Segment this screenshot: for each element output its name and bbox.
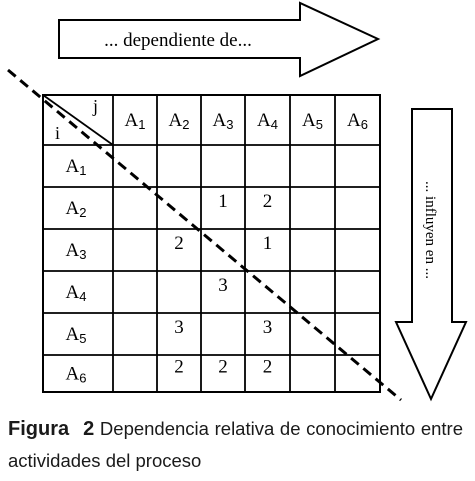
caption-text: Dependencia relativa de conocimiento ent… (8, 418, 463, 471)
row-header-a1-base: A (66, 156, 80, 177)
matrix-cell-value: 2 (174, 357, 184, 378)
column-header-a1-subscript: 1 (138, 117, 145, 132)
row-header-a4: A4 (66, 282, 87, 304)
top-arrow: ... dependiente de... (58, 1, 381, 78)
matrix-cell-value: 2 (218, 357, 228, 378)
side-arrow-shape (394, 108, 468, 402)
figure-caption: Figura 2 Dependencia relativa de conocimi… (8, 413, 463, 476)
caption-label: Figura (8, 418, 70, 440)
corner-row-label: i (55, 123, 60, 143)
matrix-cell-value: 3 (218, 275, 228, 296)
row-header-a2-subscript: 2 (79, 205, 86, 220)
row-header-a1-subscript: 1 (79, 163, 86, 178)
column-header-a6-subscript: 6 (361, 117, 368, 132)
column-header-a1-base: A (125, 110, 139, 131)
column-header-a5: A5 (302, 110, 323, 132)
column-header-a4-subscript: 4 (271, 117, 278, 132)
column-header-a1: A1 (125, 110, 146, 132)
matrix-cell-value: 2 (263, 191, 273, 212)
column-header-a5-base: A (302, 110, 316, 131)
row-header-a1: A1 (66, 156, 87, 178)
matrix-outline (42, 94, 381, 393)
top-arrow-shape (58, 1, 381, 78)
column-header-a2-subscript: 2 (182, 117, 189, 132)
matrix-cells: 1 2 2 1 3 3 3 2 2 2 (174, 191, 272, 378)
column-header-a3: A3 (213, 110, 234, 132)
row-header-a3: A3 (66, 240, 87, 262)
matrix-cell-value: 2 (174, 233, 184, 254)
column-header-a6: A6 (347, 110, 368, 132)
column-header-a6-base: A (347, 110, 361, 131)
matrix-cell-value: 3 (263, 317, 273, 338)
row-header-a4-base: A (66, 282, 80, 303)
matrix-cell-value: 2 (263, 357, 273, 378)
column-header-a3-subscript: 3 (226, 117, 233, 132)
column-header-a3-base: A (213, 110, 227, 131)
corner-split-line (42, 94, 114, 146)
column-header-a4-base: A (257, 110, 271, 131)
matrix-cell-value: 1 (263, 233, 273, 254)
caption-number: 2 (83, 418, 95, 440)
column-header-a2: A2 (169, 110, 190, 132)
row-header-a5-subscript: 5 (79, 331, 86, 346)
row-header-a2: A2 (66, 198, 87, 220)
diagonal-dashed-line (7, 68, 402, 402)
corner-col-label: j (92, 96, 98, 116)
matrix-cell-value: 3 (174, 317, 184, 338)
row-header-a3-subscript: 3 (79, 247, 86, 262)
row-header-a2-base: A (66, 198, 80, 219)
row-header-a6: A6 (66, 364, 87, 386)
side-arrow-label: ... influyen en ... (422, 181, 438, 279)
row-header-a4-subscript: 4 (79, 289, 86, 304)
row-header-a6-base: A (66, 364, 80, 385)
column-header-a5-subscript: 5 (316, 117, 323, 132)
matrix-cell-value: 1 (218, 191, 228, 212)
row-header-a6-subscript: 6 (79, 371, 86, 386)
row-header-a3-base: A (66, 240, 80, 261)
side-arrow: ... influyen en ... (394, 108, 468, 402)
row-header-a5-base: A (66, 324, 80, 345)
column-header-a4: A4 (257, 110, 278, 132)
top-arrow-label: ... dependiente de... (104, 30, 252, 51)
row-header-a5: A5 (66, 324, 87, 346)
column-header-a2-base: A (169, 110, 183, 131)
